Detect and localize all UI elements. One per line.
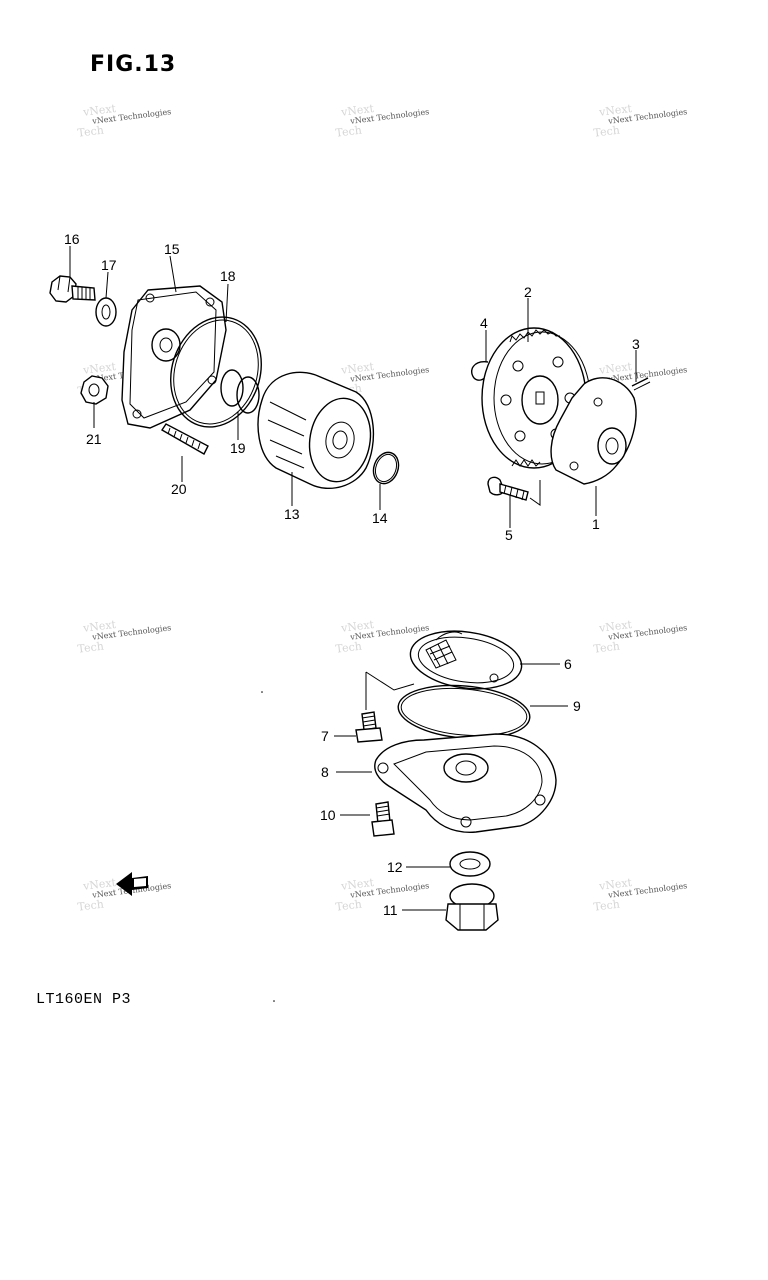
callout-18: 18 <box>220 268 236 284</box>
part-20-stud[interactable] <box>161 423 209 455</box>
callout-5: 5 <box>505 527 513 543</box>
part-14-o-ring[interactable] <box>369 449 402 487</box>
part-6-oil-strainer[interactable] <box>407 624 526 695</box>
callout-1: 1 <box>592 516 600 532</box>
part-13-oil-filter[interactable] <box>257 371 377 489</box>
speck <box>273 1000 275 1002</box>
callout-9: 9 <box>573 698 581 714</box>
callout-6: 6 <box>564 656 572 672</box>
callout-14: 14 <box>372 510 388 526</box>
callout-3: 3 <box>632 336 640 352</box>
callout-4: 4 <box>480 315 488 331</box>
callout-10: 10 <box>320 807 336 823</box>
speck <box>261 691 263 693</box>
part-21-nut[interactable] <box>80 375 109 405</box>
part-9-o-ring[interactable] <box>396 680 532 743</box>
part-17-washer[interactable] <box>95 297 117 327</box>
part-12-washer[interactable] <box>449 851 491 877</box>
callout-17: 17 <box>101 257 117 273</box>
leader-lines <box>69 246 637 911</box>
callout-8: 8 <box>321 764 329 780</box>
callout-20: 20 <box>171 481 187 497</box>
part-3-pin[interactable] <box>631 377 651 391</box>
callout-21: 21 <box>86 431 102 447</box>
callout-11: 11 <box>383 902 398 918</box>
part-7-bolt[interactable] <box>355 711 383 743</box>
part-8-strainer-cap[interactable] <box>374 733 557 833</box>
callout-2: 2 <box>524 284 532 300</box>
callout-13: 13 <box>284 506 300 522</box>
part-1-pump-body[interactable] <box>529 377 637 506</box>
exit-arrow-icon[interactable] <box>116 872 148 896</box>
figure-footer-code: LT160EN P3 <box>36 991 132 1008</box>
figure-title: FIG.13 <box>90 52 177 77</box>
part-16-bolt[interactable] <box>49 275 96 303</box>
part-11-drain-plug[interactable] <box>445 883 499 931</box>
part-10-bolt[interactable] <box>371 801 395 837</box>
part-19-o-ring[interactable] <box>220 369 260 414</box>
callout-7: 7 <box>321 728 329 744</box>
part-5-screw[interactable] <box>487 476 529 501</box>
callout-19: 19 <box>230 440 246 456</box>
callout-15: 15 <box>164 241 180 257</box>
callout-16: 16 <box>64 231 80 247</box>
callout-12: 12 <box>387 859 403 875</box>
assembly-leader-line <box>365 671 415 691</box>
